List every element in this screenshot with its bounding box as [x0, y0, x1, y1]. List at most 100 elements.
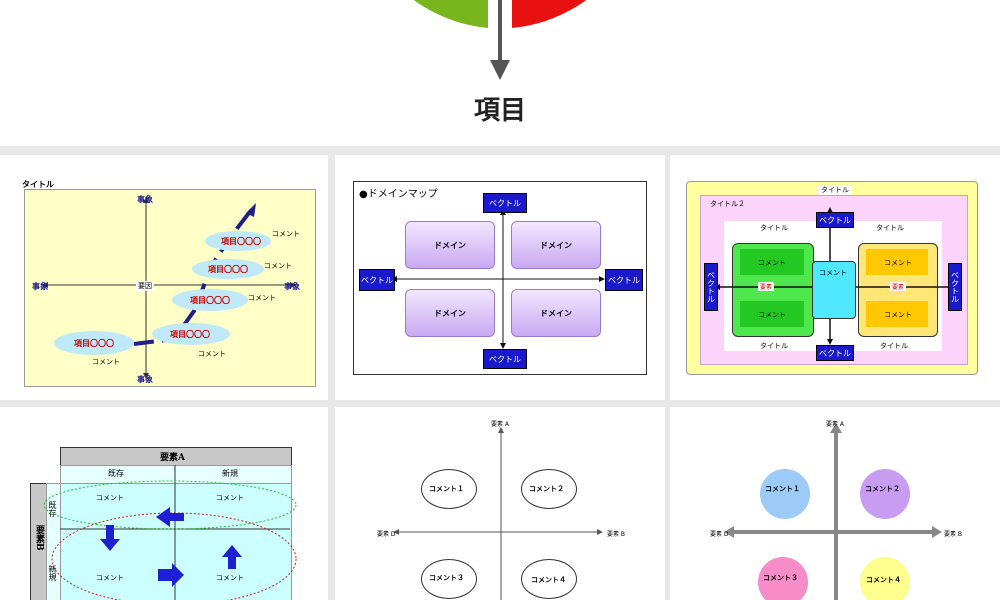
card2-title: ●ドメインマップ — [359, 189, 438, 200]
card5-comment-2-oval — [521, 469, 577, 509]
card1-comment-4: コメント — [198, 350, 226, 358]
template-card-quadrant-colored[interactable]: 要素 A 要素 D 要素 B コメント１ コメント２ コメント３ コメント４ — [670, 407, 1000, 600]
card1-axis-right: 事象 — [284, 282, 300, 291]
card1-item-4-label: 項目〇〇〇 — [170, 330, 210, 339]
card3-vector-right: ベクトル — [948, 263, 962, 311]
card2-vector-right: ベクトル — [605, 269, 643, 291]
card4-comment-2: コメント — [216, 494, 244, 502]
card2-domain-3: ドメイン — [405, 289, 495, 337]
card6-comment-4-circle — [860, 557, 910, 600]
card5-comment-1-oval — [421, 469, 477, 509]
card6-comment-2: コメント２ — [865, 485, 900, 493]
card6-comment-1-circle — [760, 469, 810, 519]
card5-comment-2: コメント２ — [529, 485, 564, 493]
card6-comment-1: コメント１ — [765, 485, 800, 493]
card3-factor-right: 要素 — [890, 282, 907, 291]
card1-item-2 — [192, 259, 264, 279]
card4-row2-label: 新規 — [48, 565, 57, 581]
card3-vector-top: ベクトル — [816, 212, 854, 228]
card5-comment-1: コメント１ — [429, 485, 464, 493]
card3-factor-left: 要素 — [758, 282, 775, 291]
card5-axes — [393, 427, 603, 600]
card1-comment-2: コメント — [264, 262, 292, 270]
card1-item-5 — [54, 331, 134, 355]
card6-axis-a: 要素 A — [826, 421, 845, 428]
card4-comment-4: コメント — [216, 574, 244, 582]
card4-side-header-label: 要素B — [34, 525, 44, 551]
card1-item-3 — [172, 289, 248, 311]
card5-comment-4: コメント４ — [531, 576, 566, 584]
card3-cyan-box — [812, 261, 856, 319]
card5-axis-d: 要素 D — [377, 531, 396, 538]
card4-row1-label: 既存 — [48, 501, 57, 517]
card1-item-4 — [152, 323, 230, 345]
pie-slice-green — [413, 0, 488, 28]
card3-green-comment-2: コメント — [758, 311, 786, 319]
card6-comment-2-circle — [860, 469, 910, 519]
card1-axis-top: 事象 — [137, 195, 153, 204]
card1-item-1-label: 項目〇〇〇 — [221, 237, 261, 246]
template-card-ansoff-matrix[interactable]: 要素A 要素B 既存 新規 既存 新規 コメント コメント コメント コメント — [0, 407, 328, 600]
card3-sub-br: タイトル — [880, 342, 908, 350]
card4-col1-label: 既存 — [108, 469, 124, 478]
card3-sub-bl: タイトル — [760, 342, 788, 350]
card3-green-comment-1: コメント — [758, 259, 786, 267]
card2-vector-left: ベクトル — [359, 269, 395, 291]
card1-axes — [42, 197, 296, 379]
card1-axis-left: 事象 — [32, 282, 48, 291]
card4-col2-label: 新規 — [222, 469, 238, 478]
card5-comment-4-oval — [521, 559, 577, 599]
card2-vector-bottom: ベクトル — [483, 349, 527, 369]
card3-yellow-comment-1: コメント — [884, 259, 912, 267]
card1-axis-bottom: 事象 — [137, 375, 153, 384]
template-card-event-map[interactable]: タイトル 事象 事象 事象 事象 要因 項目〇〇〇 項目〇〇〇 項目〇〇〇 項目… — [0, 155, 328, 400]
card1-comment-5: コメント — [92, 358, 120, 366]
card3-title2: タイトル２ — [710, 200, 745, 208]
card3-vector-bottom: ベクトル — [816, 345, 854, 361]
card1-panel — [24, 189, 316, 387]
card4-header-label: 要素A — [160, 453, 185, 463]
card6-comment-4: コメント４ — [866, 576, 901, 584]
card1-item-2-label: 項目〇〇〇 — [208, 265, 248, 274]
card2-axes — [391, 209, 605, 349]
card6-comment-3: コメント３ — [763, 574, 798, 582]
template-card-vector-matrix[interactable]: タイトル タイトル２ タイトル タイトル タイトル タイトル コメント コメント… — [670, 155, 1000, 400]
card1-center-label: 要因 — [136, 281, 154, 291]
card3-sub-tl: タイトル — [760, 224, 788, 232]
card2-domain-2: ドメイン — [511, 221, 601, 269]
card3-green-box-1 — [740, 249, 804, 275]
template-card-quadrant-outline[interactable]: 要素 A 要素 D 要素 B コメント１ コメント２ コメント３ コメント４ — [335, 407, 665, 600]
card2-vector-top: ベクトル — [483, 193, 527, 213]
card6-axis-d: 要素 D — [710, 531, 729, 538]
card3-sub-tr: タイトル — [876, 224, 904, 232]
card5-axis-a: 要素 A — [491, 421, 510, 428]
card4-overlay — [43, 465, 297, 600]
card5-comment-3-oval — [421, 559, 477, 599]
card1-item-1 — [205, 231, 271, 251]
card1-comment-1: コメント — [272, 230, 300, 238]
pie-slice-red — [512, 0, 587, 28]
card3-yellow-box-1 — [866, 249, 928, 275]
card6-axis-b: 要素 B — [944, 531, 963, 538]
card2-domain-4: ドメイン — [511, 289, 601, 337]
card3-vector-left: ベクトル — [704, 263, 718, 311]
card3-green-box-2 — [740, 301, 804, 327]
card1-title: タイトル — [22, 180, 54, 189]
card3-yellow-comment-2: コメント — [884, 311, 912, 319]
card3-title: タイトル — [818, 185, 852, 195]
card6-comment-3-circle — [758, 557, 808, 600]
card4-comment-1: コメント — [96, 494, 124, 502]
card1-item-3-label: 項目〇〇〇 — [190, 296, 230, 305]
card3-cyan-comment: コメント — [819, 269, 847, 277]
card2-domain-1: ドメイン — [405, 221, 495, 269]
page-title: 項目 — [473, 96, 526, 126]
card1-comment-3: コメント — [248, 294, 276, 302]
card6-axes — [724, 423, 942, 600]
down-arrow-icon — [490, 0, 510, 80]
pie-svg — [413, 0, 587, 28]
template-card-domain-map[interactable]: ●ドメインマップ ベクトル ベクトル ベクトル ベクトル ドメイン ドメイン ド… — [335, 155, 665, 400]
card4-comment-3: コメント — [96, 574, 124, 582]
card2-frame — [353, 181, 647, 375]
card5-comment-3: コメント３ — [429, 574, 464, 582]
pie-chart-partial — [340, 0, 660, 28]
